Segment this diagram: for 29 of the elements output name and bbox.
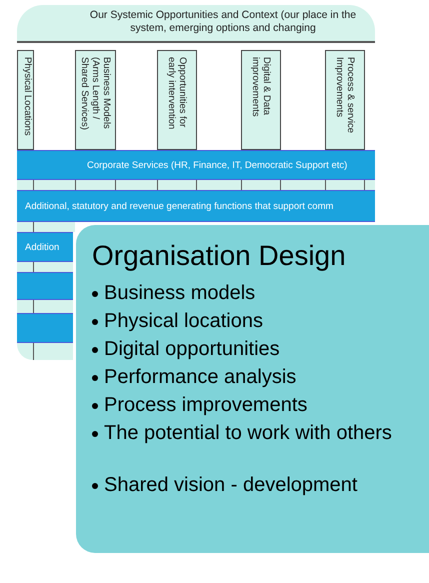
column-header <box>17 50 34 150</box>
column-header <box>75 50 116 150</box>
row-band <box>17 190 375 222</box>
column-label: Business Models (Arms Length / Shared Services) <box>79 56 112 132</box>
bullet-item: Digital opportunities <box>104 337 281 361</box>
row-label: Corporate Services (HR, Finance, IT, Democratic Support etc) <box>87 160 348 170</box>
row-band <box>17 313 73 343</box>
row-label: Additional, statutory and revenue generating functions that support comm <box>25 200 334 212</box>
bullet-item: Shared vision - development <box>104 473 358 497</box>
bullet-item: Physical locations <box>104 309 264 333</box>
column-label: Opportunities for early intervention <box>166 56 188 132</box>
bullet-item: Process improvements <box>104 393 308 417</box>
card-heading: Organisation Design <box>92 239 347 273</box>
row-band <box>17 150 375 180</box>
overlay-card <box>73 222 429 556</box>
bullet-item: Business models <box>104 281 256 305</box>
column-label: Digital & Data improvements <box>250 56 272 119</box>
bullet-item: The potential to work with others <box>104 421 393 445</box>
row-label: Addition <box>25 242 60 252</box>
row-band <box>17 272 73 300</box>
column-label: Process & service Improvements <box>334 56 356 136</box>
column-header <box>325 50 365 150</box>
header-text: Our Systemic Opportunities and Context (our place in the system, emerging options and changing <box>88 9 358 35</box>
bullet-item: Performance analysis <box>104 365 298 389</box>
row-band <box>17 232 73 262</box>
column-header <box>157 50 197 150</box>
column-label: Physical Locations <box>22 56 33 138</box>
header-band <box>17 5 375 43</box>
column-header <box>241 50 281 150</box>
